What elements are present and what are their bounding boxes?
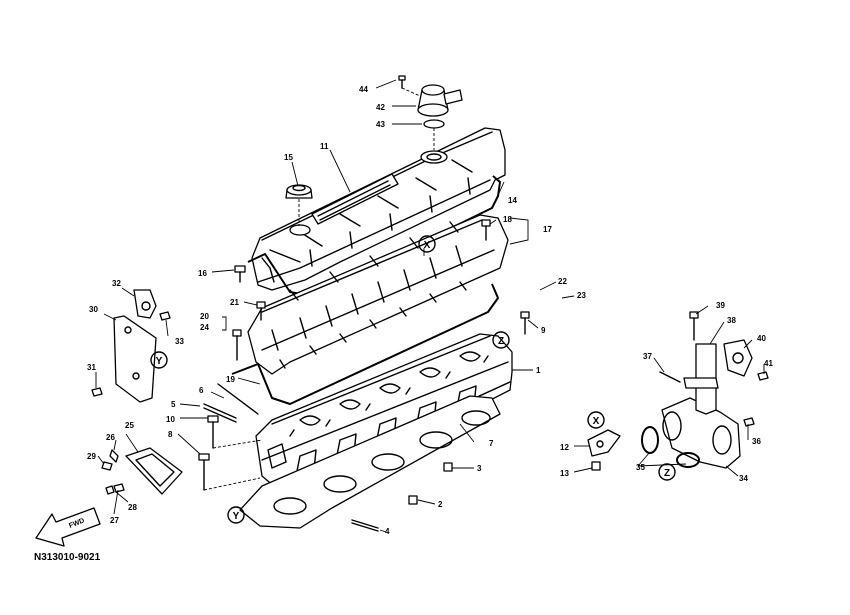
callout-9: 9 — [541, 326, 546, 335]
callout-21: 21 — [230, 298, 239, 307]
callout-31: 31 — [87, 363, 96, 372]
callout-41: 41 — [764, 359, 773, 368]
callout-40: 40 — [757, 334, 766, 343]
leader-lines — [95, 79, 765, 533]
water-outlet — [587, 429, 621, 471]
callout-25: 25 — [125, 421, 134, 430]
callout-13: 13 — [560, 469, 569, 478]
callout-38: 38 — [727, 316, 736, 325]
callout-24: 24 — [200, 323, 209, 332]
oil-fill-cap — [285, 184, 313, 226]
callout-15: 15 — [284, 153, 293, 162]
callout-20: 20 — [200, 312, 209, 321]
ref-y-bracket: Y — [156, 356, 163, 367]
callout-12: 12 — [560, 443, 569, 452]
plugs — [351, 462, 453, 532]
callout-17: 17 — [543, 225, 552, 234]
callout-11: 11 — [320, 142, 329, 151]
bolts — [198, 219, 530, 491]
callout-4: 4 — [385, 527, 390, 536]
callout-35: 35 — [636, 463, 645, 472]
callout-numbers: 1 2 3 4 5 6 7 8 9 10 11 12 13 14 15 16 1… — [87, 85, 773, 536]
callout-42: 42 — [376, 103, 385, 112]
callout-36: 36 — [752, 437, 761, 446]
ref-x-top: X — [424, 240, 431, 251]
callout-14: 14 — [508, 196, 517, 205]
callout-16: 16 — [198, 269, 207, 278]
callout-29: 29 — [87, 452, 96, 461]
callout-30: 30 — [89, 305, 98, 314]
callout-7: 7 — [489, 439, 494, 448]
callout-39: 39 — [716, 301, 725, 310]
valve-cover — [251, 127, 506, 291]
callout-43: 43 — [376, 120, 385, 129]
callout-3: 3 — [477, 464, 482, 473]
callout-37: 37 — [643, 352, 652, 361]
reference-circles: X X Y Y Z Z — [150, 235, 676, 524]
callout-33: 33 — [175, 337, 184, 346]
rocker-housing — [247, 214, 509, 375]
callout-26: 26 — [106, 433, 115, 442]
callout-5: 5 — [171, 400, 176, 409]
ref-x-right: X — [593, 416, 600, 427]
callout-34: 34 — [739, 474, 748, 483]
head-gasket — [239, 395, 501, 529]
callout-6: 6 — [199, 386, 204, 395]
figure-id: N313010-9021 — [34, 552, 101, 563]
callout-18: 18 — [503, 215, 512, 224]
callout-44: 44 — [359, 85, 368, 94]
callout-32: 32 — [112, 279, 121, 288]
fwd-arrow: FWD — [35, 507, 101, 547]
rocker-gasket — [231, 283, 499, 405]
ref-y-bottom: Y — [233, 511, 240, 522]
breather-assembly — [398, 75, 463, 150]
callout-1: 1 — [536, 366, 541, 375]
callout-23: 23 — [577, 291, 586, 300]
callout-2: 2 — [438, 500, 443, 509]
callout-28: 28 — [128, 503, 137, 512]
thermostat-housing — [641, 311, 769, 469]
callout-27: 27 — [110, 516, 119, 525]
cylinder-head — [255, 333, 513, 501]
ref-z-housing: Z — [664, 468, 670, 479]
callout-22: 22 — [558, 277, 567, 286]
callout-10: 10 — [166, 415, 175, 424]
lifting-bracket-left — [91, 289, 171, 403]
callout-19: 19 — [226, 375, 235, 384]
callout-8: 8 — [168, 430, 173, 439]
front-cover-plate — [101, 447, 183, 495]
ref-z-head: Z — [498, 336, 504, 347]
